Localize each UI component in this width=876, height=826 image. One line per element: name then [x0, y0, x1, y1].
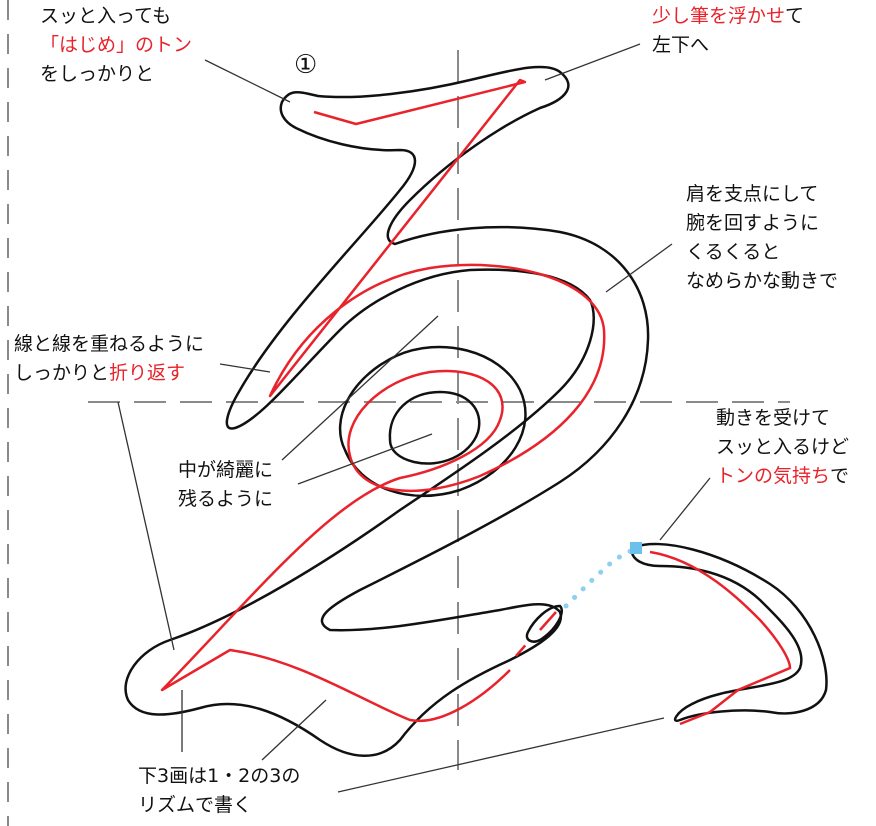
note-float: 少し筆を浮かせて 左下へ: [652, 2, 804, 60]
leader-fold-down: [117, 401, 175, 651]
leader-start: [204, 59, 291, 103]
right-stroke-outline: [630, 542, 828, 722]
leader-fold: [219, 363, 271, 373]
note-start: スッと入っても 「はじめ」のトン をしっかりと: [40, 2, 192, 89]
note-fold-red: 折り返す: [109, 362, 186, 384]
note-receive-red: トンの気持ち: [716, 465, 831, 487]
leader-center-2: [297, 433, 433, 485]
leader-center-1: [281, 315, 439, 461]
note-rhythm-line1: 下3画は1・2の3の: [138, 765, 301, 787]
note-center: 中が綺麗に 残るように: [178, 456, 273, 514]
note-receive: 動きを受けて スッと入るけど トンの気持ちで: [716, 404, 849, 491]
note-start-line2: 「はじめ」のトン: [40, 34, 193, 56]
note-start-line3: をしっかりと: [40, 63, 155, 85]
blue-start-mark: [630, 542, 642, 554]
stroke-number-label: ①: [294, 50, 318, 80]
note-receive-line3: トンの気持ちで: [716, 462, 849, 491]
leader-shoulder: [605, 243, 673, 293]
note-float-line2: 左下へ: [652, 34, 710, 56]
note-float-line1: 少し筆を浮かせて: [652, 2, 804, 31]
blue-dotted-transition: [563, 545, 639, 609]
note-center-line1: 中が綺麗に: [178, 459, 274, 481]
note-float-red: 少し筆を浮かせ: [652, 5, 786, 27]
note-shoulder-line2: 腕を回すように: [686, 212, 820, 234]
note-receive-line1: 動きを受けて: [716, 407, 831, 429]
note-float-black: て: [785, 5, 805, 27]
leader-float: [544, 43, 641, 81]
note-fold-black: しっかりと: [14, 362, 110, 384]
note-rhythm: 下3画は1・2の3の リズムで書く: [138, 762, 300, 820]
red-stroke-segment-2: [539, 611, 557, 631]
note-receive-line2: スッと入るけど: [716, 436, 850, 458]
note-receive-black: で: [830, 465, 850, 487]
leader-rhythm-3: [337, 717, 665, 793]
note-fold-line1: 線と線を重ねるように: [14, 333, 205, 355]
note-fold-line2: しっかりと折り返す: [14, 359, 204, 388]
leader-rhythm-2: [261, 699, 327, 761]
leader-receive: [659, 477, 711, 541]
small-stroke-outline: [525, 604, 563, 643]
note-start-line1: スッと入っても: [40, 5, 172, 27]
note-center-line2: 残るように: [178, 488, 274, 510]
note-fold: 線と線を重ねるように しっかりと折り返す: [14, 330, 204, 388]
red-brush-path: [160, 78, 606, 723]
leader-lines: [117, 43, 711, 793]
note-shoulder-line3: くるくると: [686, 241, 781, 263]
character-outline-main: [124, 65, 650, 757]
note-rhythm-line2: リズムで書く: [138, 794, 253, 816]
character-outline-loop: [338, 345, 527, 498]
note-shoulder-line4: なめらかな動きで: [686, 270, 839, 292]
note-shoulder-line1: 肩を支点にして: [686, 183, 819, 205]
character-outline-inner-hole: [388, 390, 481, 465]
note-shoulder: 肩を支点にして 腕を回すように くるくると なめらかな動きで: [686, 180, 838, 296]
red-stroke-right: [649, 550, 792, 726]
red-stroke-segment-1: [515, 639, 531, 657]
